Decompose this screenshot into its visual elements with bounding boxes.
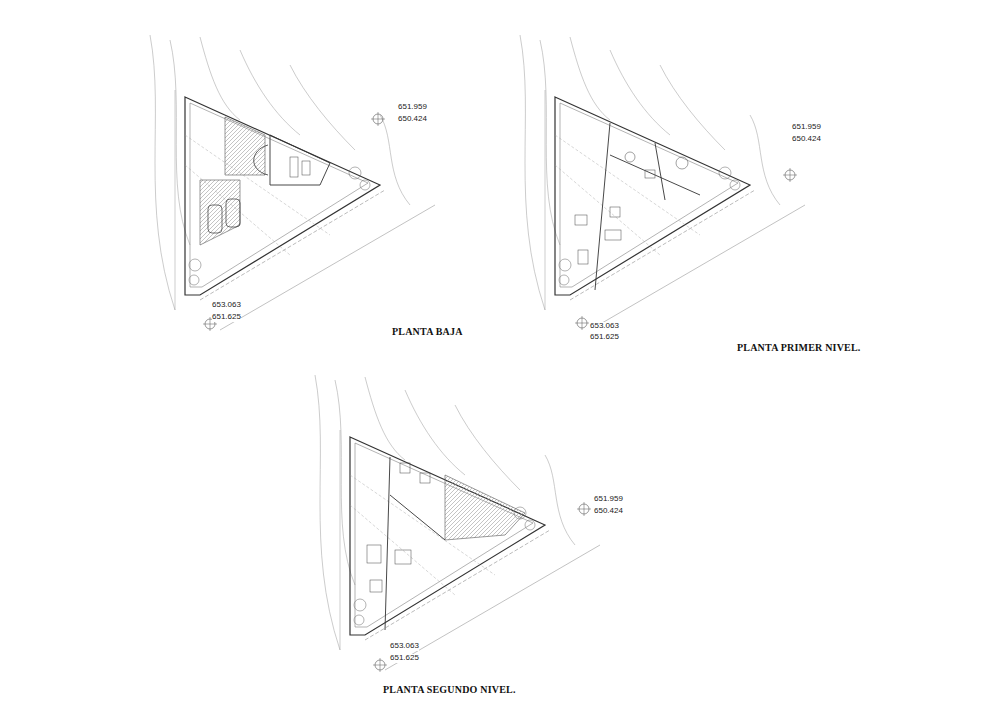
plan-title: PLANTA BAJA — [392, 326, 463, 337]
elevation-coordinate: 650.424 — [594, 507, 623, 516]
elevation-coordinate: 650.424 — [792, 135, 821, 144]
elevation-coordinate: 651.625 — [212, 313, 241, 322]
elevation-coordinate: 650.424 — [398, 115, 427, 124]
plan-title: PLANTA SEGUNDO NIVEL. — [383, 684, 516, 695]
elevation-coordinate: 651.959 — [594, 495, 623, 504]
elevation-coordinate: 653.063 — [212, 301, 241, 310]
elevation-coordinate: 651.959 — [398, 103, 427, 112]
elevation-coordinate: 653.063 — [590, 322, 619, 331]
elevation-coordinate: 653.063 — [390, 642, 419, 651]
elevation-coordinate: 651.959 — [792, 123, 821, 132]
plan-title: PLANTA PRIMER NIVEL. — [737, 342, 861, 353]
elevation-coordinate: 651.625 — [590, 333, 619, 342]
elevation-coordinate: 651.625 — [390, 654, 419, 663]
